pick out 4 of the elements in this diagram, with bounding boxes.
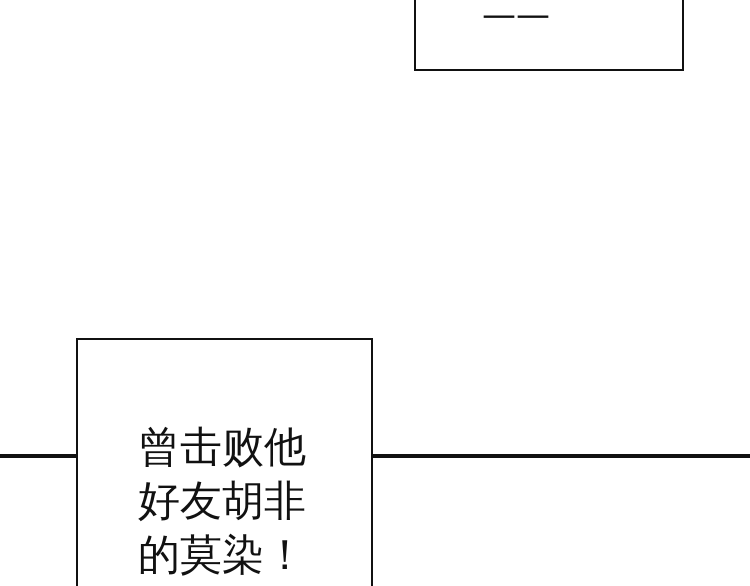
dialogue-text: ——: [482, 2, 551, 28]
dialogue-text: 曾击败他好友胡非的莫染！: [138, 421, 307, 581]
speech-box: [76, 338, 373, 586]
speech-box: [414, 0, 684, 71]
